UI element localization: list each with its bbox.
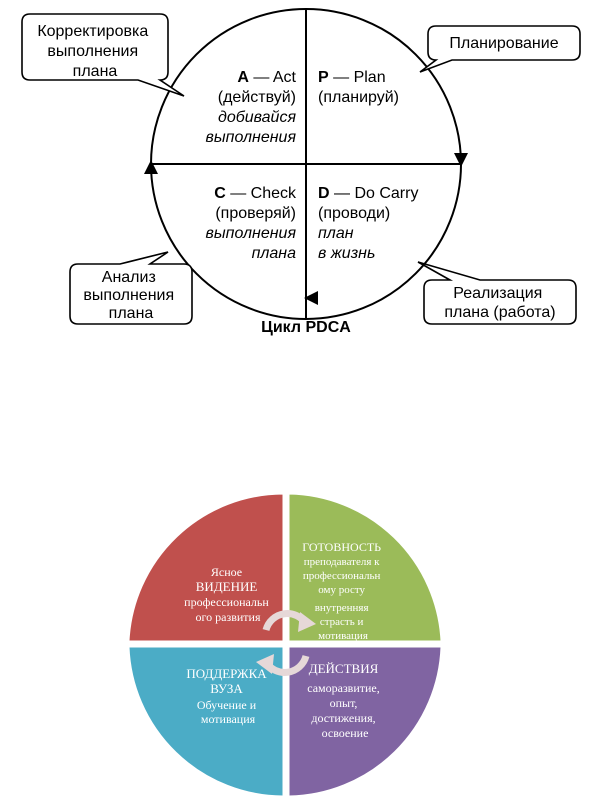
callout-analysis: Анализ выполнения плана [69,251,193,325]
quadrant-do: D — Do Carry (проводи) план в жизнь [318,185,418,262]
cycle-arrows-icon [256,610,316,676]
svg-text:C — Check: C — Check [214,185,297,202]
quadrant-vision [128,493,284,642]
svg-text:P — Plan: P — Plan [318,69,386,86]
callout-planning-text: Планирование [449,35,558,52]
actions-text: ДЕЙСТВИЯ саморазвитие, опыт, достижения,… [307,661,383,740]
callout-implementation-line2: плана (работа) [444,304,555,321]
readiness-line1: ГОТОВНОСТЬ [302,540,381,554]
pdca-title: Цикл PDCA [261,319,351,336]
readiness-line3: профессиональн [303,570,381,582]
actions-line3: опыт, [330,696,358,710]
act-line3: добивайся [218,109,296,126]
readiness-text: ГОТОВНОСТЬ преподавателя к профессиональ… [302,540,384,642]
readiness-line7: мотивация [318,630,368,642]
check-line2: (проверяй) [215,205,296,222]
do-line2: (проводи) [318,205,390,222]
arrow-left-up-icon [144,160,158,174]
support-line1: ПОДДЕРЖКА [186,666,267,681]
plan-title: — Plan [329,69,386,86]
check-line3: выполнения [206,225,297,242]
callout-correction-line3: плана [73,63,118,80]
actions-line5: освоение [322,726,369,740]
actions-line1: ДЕЙСТВИЯ [309,661,379,676]
support-text: ПОДДЕРЖКА ВУЗА Обучение и мотивация [186,666,269,726]
callout-analysis-line1: Анализ [102,269,156,286]
quadrant-check: C — Check (проверяй) выполнения плана [206,185,297,262]
svg-text:Корректировка выполнения: Корректировка выполнения плана [37,23,152,80]
support-line3: Обучение и [197,698,257,712]
readiness-line6: страсть и [320,616,364,628]
plan-letter: P [318,69,329,86]
do-line3: план [318,225,354,242]
vision-line3: профессиональн [184,595,269,609]
vision-line1: Ясное [211,565,242,579]
support-line2: ВУЗА [210,681,243,696]
act-title: — Act [249,69,297,86]
act-letter: A [237,69,249,86]
check-line4: плана [252,245,297,262]
quadrant-act: A — Act (действуй) добивайся выполнения [206,69,297,146]
callout-correction-line2: выполнения [47,43,138,60]
readiness-line4: ому росту [318,584,365,596]
readiness-line5: внутренняя [315,602,369,614]
callout-planning: Планирование [419,25,581,73]
vision-text: Ясное ВИДЕНИЕ профессиональн ого развити… [184,565,272,624]
quadrant-plan: P — Plan (планируй) [318,69,399,106]
actions-line2: саморазвитие, [307,681,380,695]
callout-analysis-line2: выполнения [83,287,174,304]
quadrant-readiness [288,493,442,642]
callout-correction-line1: Корректировка [37,23,148,40]
svg-text:A — Act: A — Act [237,69,296,86]
pdca-diagram: Корректировка выполнения плана Планирова… [21,8,581,336]
act-line2: (действуй) [218,89,296,106]
do-line4: в жизнь [318,245,375,262]
arrow-right-down-icon [454,153,468,167]
svg-text:Реализация плана (работа: Реализация плана (работа) [444,285,555,321]
act-line4: выполнения [206,129,297,146]
actions-line4: достижения, [311,711,375,725]
quadrant-support [128,646,284,797]
arrow-bottom-left-icon [304,291,318,305]
svg-text:Анализ выполнения: Анализ выполнения плана [83,269,178,322]
support-line4: мотивация [201,712,256,726]
callout-correction: Корректировка выполнения плана [21,13,185,97]
readiness-line2: преподавателя к [304,556,380,568]
callout-implementation: Реализация плана (работа) [417,261,577,325]
callout-analysis-line3: плана [109,305,154,322]
quadrant-actions [288,646,442,797]
do-title: — Do Carry [330,185,419,202]
svg-text:D — Do Carry: D — Do Carry [318,185,418,202]
do-letter: D [318,185,330,202]
vision-line4: ого развития [196,610,261,624]
plan-line2: (планируй) [318,89,399,106]
callout-implementation-line1: Реализация [453,285,542,302]
check-title: — Check [226,185,297,202]
check-letter: C [214,185,226,202]
vision-line2: ВИДЕНИЕ [196,579,258,594]
